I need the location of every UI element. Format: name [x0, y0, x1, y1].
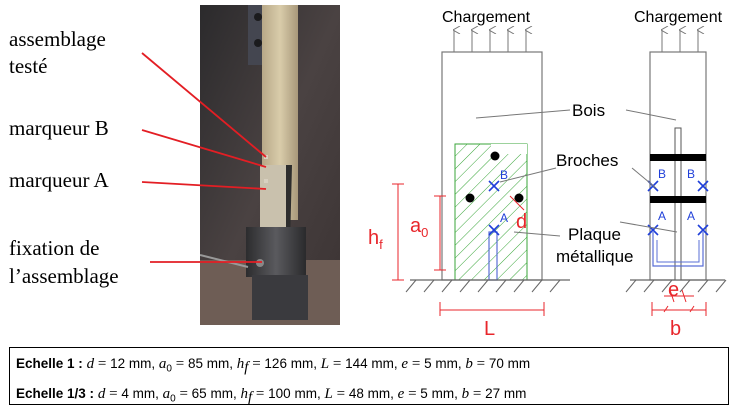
dowel: [514, 193, 524, 203]
scale-legend: Echelle 1 : d = 12 mm, a0 = 85 mm, hf = …: [9, 347, 729, 405]
schematic-diagram: B A: [141, 9, 727, 340]
front-hatched-block: [454, 143, 528, 281]
label-assemblage-fix: l’assemblage: [9, 264, 119, 288]
label-assemblage: assemblage: [9, 27, 106, 51]
side-band-bottom: [650, 196, 706, 203]
dowel: [465, 193, 475, 203]
dim-hf-label: hf: [368, 227, 383, 252]
leader-marqueur-b: [141, 129, 267, 168]
front-marker-a: A: [500, 211, 508, 225]
scale-label: Echelle 1/3 :: [16, 385, 95, 401]
label-plaque: Plaque: [568, 225, 621, 244]
label-teste: testé: [9, 54, 48, 78]
scale-row-2: Echelle 1/3 : d = 4 mm, a0 = 65 mm, hf =…: [16, 385, 527, 406]
side-marker-a-right: A: [687, 209, 695, 223]
dim-d-line: [509, 195, 525, 211]
leader-plaque-side: [619, 221, 678, 233]
side-steel-plate: [674, 127, 682, 281]
dim-a0-label: a0: [410, 215, 428, 240]
label-broches: Broches: [556, 151, 618, 170]
side-marker-a-left: A: [658, 209, 666, 223]
scale-row-1: Echelle 1 : d = 12 mm, a0 = 85 mm, hf = …: [16, 356, 531, 376]
clamp-block: [246, 227, 306, 277]
label-metallique: métallique: [556, 247, 634, 266]
leader-assemblage: [141, 52, 267, 158]
leader-bois-front: [475, 109, 571, 119]
frame-bolt: [254, 39, 262, 47]
dim-e-label: e: [668, 279, 679, 301]
side-view: B B A A: [625, 30, 727, 293]
marker-a-photo: [264, 179, 268, 183]
leader-bois-side: [625, 109, 677, 121]
side-marker-b-right: B: [687, 167, 695, 181]
label-chargement-front: Chargement: [442, 9, 531, 26]
clamp-base: [252, 275, 308, 320]
dim-L-label: L: [484, 318, 495, 340]
frame-bolt: [254, 13, 262, 21]
leader-marqueur-a: [141, 181, 267, 190]
label-bois: Bois: [572, 101, 605, 120]
leader-broches-front: [499, 167, 557, 183]
steel-plate: [286, 165, 292, 245]
label-marqueur-a: marqueur A: [9, 168, 109, 192]
clamp-bolt: [256, 259, 264, 267]
front-marker-b: B: [500, 168, 508, 182]
side-marker-b-left: B: [658, 167, 666, 181]
dowel: [490, 151, 500, 161]
leader-broches-side: [631, 167, 657, 189]
label-chargement-side: Chargement: [634, 9, 723, 26]
label-marqueur-b: marqueur B: [9, 116, 109, 140]
dim-b-label: b: [670, 318, 681, 340]
front-view: B A: [405, 30, 570, 293]
side-band-top: [650, 154, 706, 161]
scale-label: Echelle 1 :: [16, 356, 83, 371]
photo-cable: [200, 254, 249, 268]
label-fixation: fixation de: [9, 236, 100, 260]
test-setup-photo: [200, 5, 340, 325]
leader-plaque-front: [513, 231, 561, 237]
dim-d-label: d: [516, 211, 527, 233]
